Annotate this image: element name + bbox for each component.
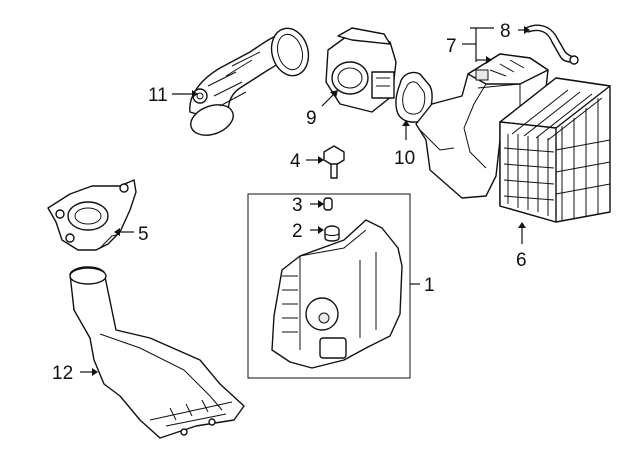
grommet	[324, 225, 340, 242]
callout-12: 12	[52, 363, 73, 384]
callout-5: 5	[138, 224, 149, 245]
breather-hose	[525, 24, 579, 65]
air-inlet-duct	[69, 266, 245, 439]
clip	[323, 197, 333, 211]
clamp-11	[192, 88, 208, 104]
callout-labels: 11 9 10 7 8 4 3 2 1 5 6 12	[52, 21, 527, 384]
mounting-bracket	[47, 179, 137, 251]
leader-lines	[80, 26, 530, 376]
callout-7: 7	[446, 36, 457, 57]
callout-6: 6	[516, 250, 527, 271]
callout-1: 1	[424, 275, 435, 296]
callout-10: 10	[394, 148, 415, 169]
intake-hose	[189, 27, 310, 136]
maf-sensor	[325, 27, 397, 113]
air-filter	[499, 77, 611, 223]
bolt	[323, 145, 345, 179]
callout-11: 11	[148, 85, 168, 106]
callout-3: 3	[292, 195, 303, 216]
lower-housing	[271, 219, 403, 369]
callout-9: 9	[306, 108, 317, 129]
callout-8: 8	[500, 21, 511, 42]
callout-4: 4	[290, 151, 301, 172]
callout-2: 2	[292, 221, 303, 242]
group-box	[247, 193, 411, 379]
